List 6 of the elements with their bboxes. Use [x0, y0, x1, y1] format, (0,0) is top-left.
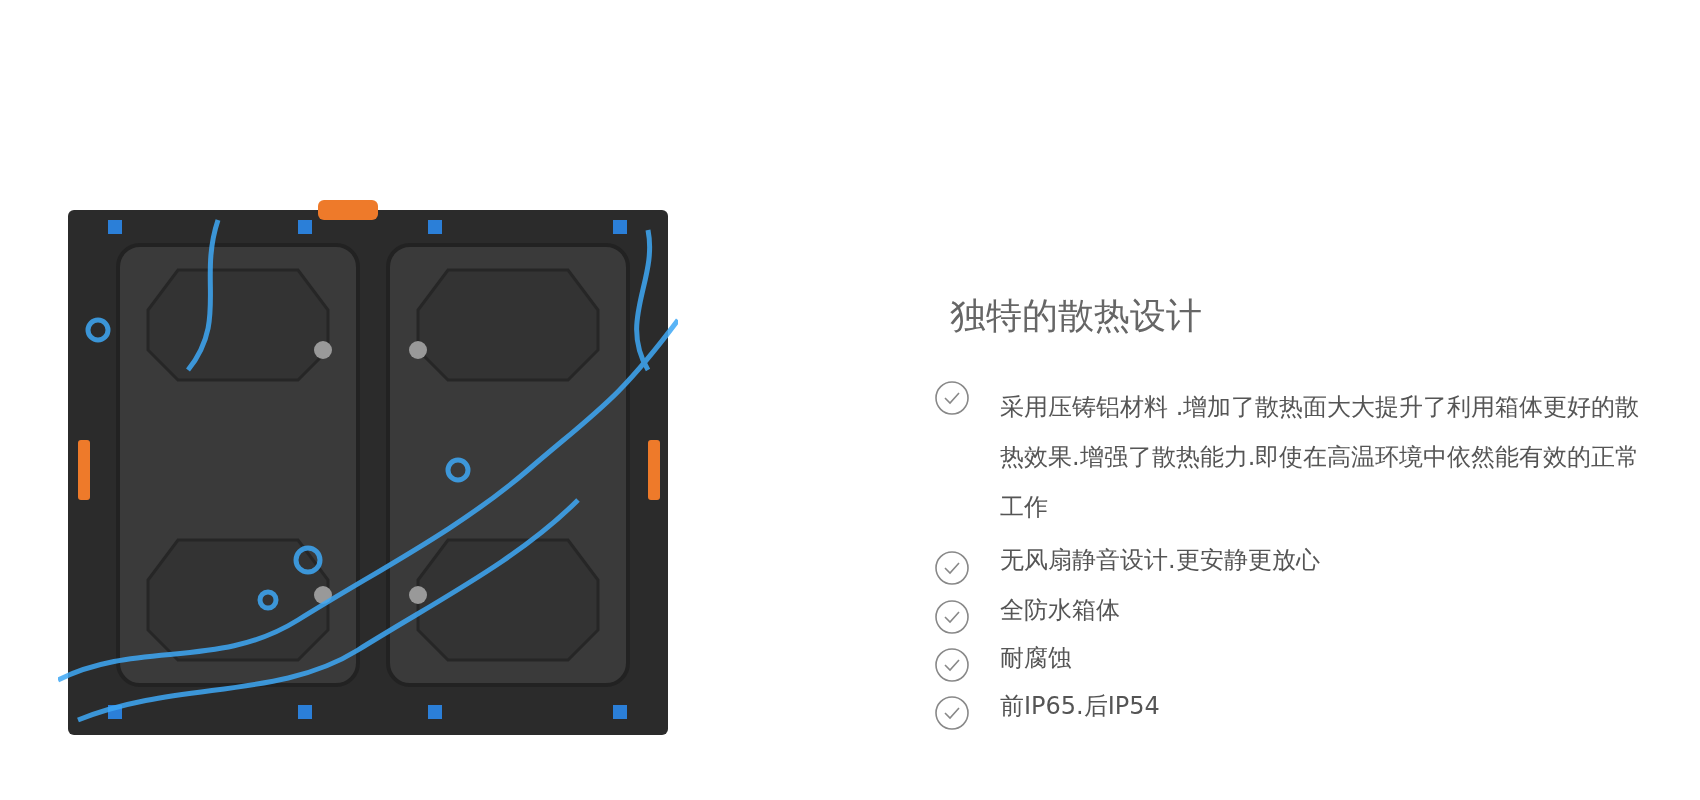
section-title: 独特的散热设计 — [950, 294, 1202, 338]
feature-text: 耐腐蚀 — [1000, 643, 1073, 674]
feature-text: 全防水箱体 — [1000, 595, 1121, 626]
feature-text: 无风扇静音设计.更安静更放心 — [1000, 545, 1321, 576]
feature-text: 前IP65.后IP54 — [1000, 691, 1161, 722]
feature-text: 采用压铸铝材料 .增加了散热面大大提升了利用箱体更好的散热效果.增强了散热能力.即使在高温环境中依然能有效的正常工作 — [1000, 392, 1640, 523]
